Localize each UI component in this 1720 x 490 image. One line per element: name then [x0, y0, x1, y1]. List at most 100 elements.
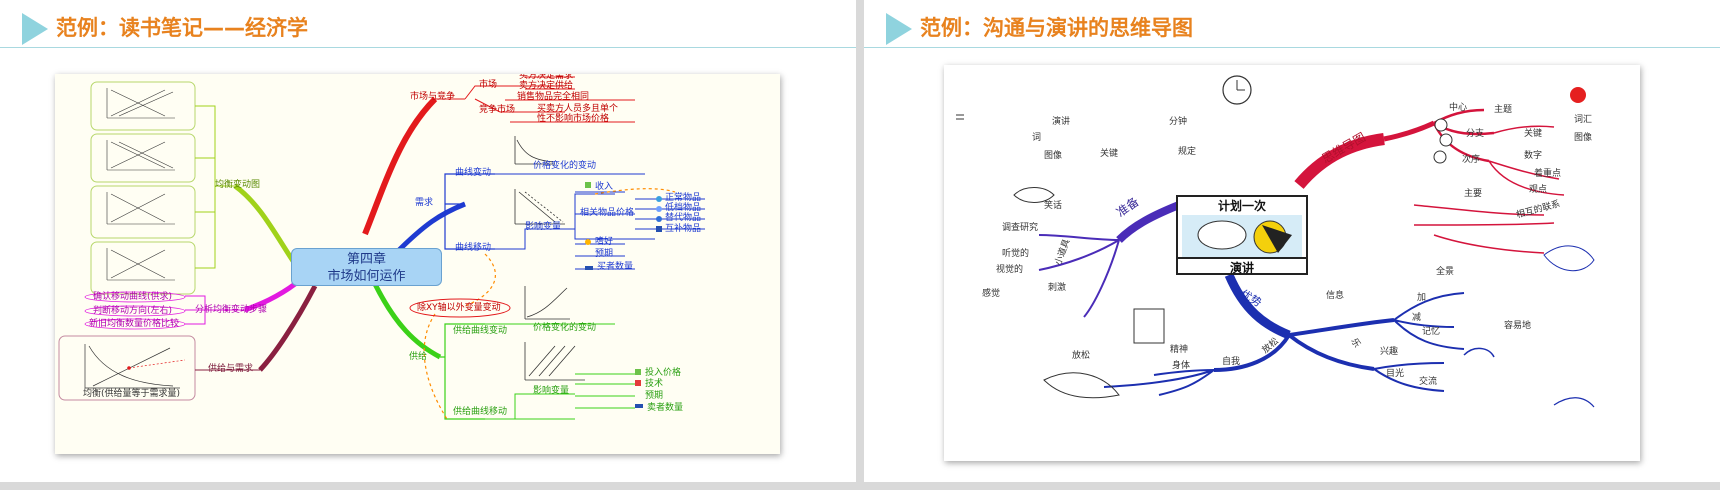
branch-supply-demand	[258, 284, 318, 372]
node-analysis: 分析均衡变动步骤	[195, 305, 268, 315]
buyers-icon	[585, 266, 593, 270]
preference-icon	[585, 239, 591, 245]
node-survey: 调查研究	[1002, 223, 1039, 233]
node-supply-factors: 影响变量	[533, 386, 570, 396]
node-keyword: 关键	[1524, 129, 1543, 139]
node-technology: 技术	[645, 379, 664, 389]
node-plus: 加	[1417, 293, 1427, 303]
demand-shift-graph	[514, 189, 565, 225]
node-audio: 听觉的	[1002, 249, 1030, 259]
node-preference: 嗜好	[595, 237, 614, 247]
node-demand-shift: 曲线移动	[455, 243, 492, 253]
node-self: 自我	[1222, 357, 1241, 367]
plan-speech-box: 计划一次 演讲	[1176, 195, 1308, 275]
node-minutes: 分钟	[1169, 117, 1188, 127]
node-main: 主要	[1464, 189, 1483, 199]
node-expectation: 预期	[595, 249, 614, 259]
node-image: 图像	[1574, 133, 1593, 143]
slide-title: 范例：沟通与演讲的思维导图	[920, 16, 1193, 40]
node-visual: 视觉的	[996, 265, 1024, 275]
central-topic: 第四章 市场如何运作	[291, 248, 442, 286]
relax-sketch	[1043, 372, 1120, 399]
title-rule	[0, 47, 856, 48]
node-eye: 目光	[1386, 369, 1405, 379]
node-word2: 词	[1032, 133, 1042, 143]
node-equilibrium-change: 均衡变动图	[215, 180, 261, 190]
node-substitute: 替代物品	[665, 213, 702, 223]
node-supply-curve-note: 价格变化的变动	[533, 323, 597, 333]
brain-sketch	[1543, 245, 1595, 272]
node-supply-shift: 供给曲线移动	[453, 407, 508, 417]
node-xy-note: 除XY轴以外变量变动	[417, 303, 501, 313]
technology-icon	[635, 380, 641, 386]
node-normal-goods: 正常物品	[665, 193, 702, 203]
branch-analysis	[244, 281, 297, 313]
building-sketch	[1133, 308, 1165, 344]
node-inferior-goods: 低档物品	[665, 203, 702, 213]
complement-icon	[656, 226, 662, 232]
bottom-strip	[0, 482, 1720, 490]
speaker-sketch	[1182, 215, 1302, 257]
node-step3: 新旧均衡数量价格比较	[89, 319, 180, 329]
slide-right[interactable]: 范例：沟通与演讲的思维导图	[864, 0, 1720, 482]
substitute-icon	[656, 216, 662, 222]
node-speech-word: 演讲	[1052, 117, 1071, 127]
supply-curve-graph	[524, 286, 570, 320]
normal-goods-icon	[656, 196, 662, 202]
node-market-sub1b: 卖方决定供给	[519, 81, 574, 91]
slide-left[interactable]: 范例：读书笔记——经济学	[0, 0, 856, 482]
node-feeling: 感觉	[982, 289, 1001, 299]
node-center: 中心	[1449, 103, 1468, 113]
title-rule	[864, 47, 1720, 48]
node-sellers: 卖者数量	[647, 403, 684, 413]
branch-supply	[372, 282, 442, 360]
node-equilibrium-caption: 均衡(供给量等于需求量)	[83, 389, 181, 399]
node-demand-curve-note: 价格变化的变动	[533, 161, 597, 171]
node-spirit: 精神	[1170, 345, 1189, 355]
speech-mindmap-svg	[956, 75, 1595, 408]
node-step1: 确认移动曲线(供求)	[93, 292, 173, 302]
economics-mindmap-svg	[58, 76, 705, 420]
node-step2: 判断移动方向(左右)	[93, 306, 173, 316]
node-topic: 主题	[1494, 105, 1513, 115]
clock-icon	[1222, 75, 1252, 105]
branch-demand	[393, 201, 466, 256]
node-minus: 减	[1412, 313, 1422, 323]
node-laugh: 笑话	[1044, 201, 1063, 211]
demand-curve-graph	[514, 136, 555, 165]
supply-shift-graph	[524, 342, 585, 381]
node-buyers: 买者数量	[597, 262, 634, 272]
node-stimulus: 刺激	[1048, 283, 1067, 293]
node-supply: 供给	[409, 352, 428, 362]
node-order: 次序	[1462, 155, 1481, 165]
node-supply-curve: 供给曲线变动	[453, 326, 508, 336]
node-related-price: 相关物品价格	[580, 208, 635, 218]
node-market-sub2: 竞争市场	[479, 105, 516, 115]
node-viewpoint: 观点	[1529, 185, 1548, 195]
node-income: 收入	[595, 182, 614, 192]
node-market-sub2a: 销售物品完全相同	[517, 92, 590, 102]
node-branch: 分支	[1466, 129, 1485, 139]
node-rule: 规定	[1178, 147, 1197, 157]
node-complement: 互补物品	[665, 224, 702, 234]
node-all: 全景	[1436, 267, 1455, 277]
sellers-icon	[635, 404, 643, 408]
input-price-icon	[635, 369, 641, 375]
slide-separator	[856, 0, 864, 490]
sun-icon	[1570, 87, 1586, 103]
speech-mindmap-image: 计划一次 演讲 思维导图 中心 主题 分支 关键 词汇 图像 次序 数字 着重点…	[944, 65, 1640, 461]
node-market-sub1a: 买方决定需求	[519, 74, 574, 81]
node-demand-factors: 影响变量	[525, 222, 562, 232]
node-market: 市场与竞争	[410, 92, 456, 102]
title-bar-right: 范例：沟通与演讲的思维导图	[864, 0, 1720, 48]
node-market-sub1: 市场	[479, 80, 498, 90]
node-demand: 需求	[415, 198, 434, 208]
node-info: 信息	[1326, 291, 1345, 301]
node-exchange: 交流	[1419, 377, 1438, 387]
node-key2: 关键	[1100, 149, 1119, 159]
node-body: 身体	[1172, 361, 1191, 371]
node-memory: 记忆	[1422, 327, 1441, 337]
node-interest: 兴趣	[1380, 347, 1399, 357]
inferior-goods-icon	[656, 206, 662, 212]
branch-equilibrium	[233, 183, 298, 266]
